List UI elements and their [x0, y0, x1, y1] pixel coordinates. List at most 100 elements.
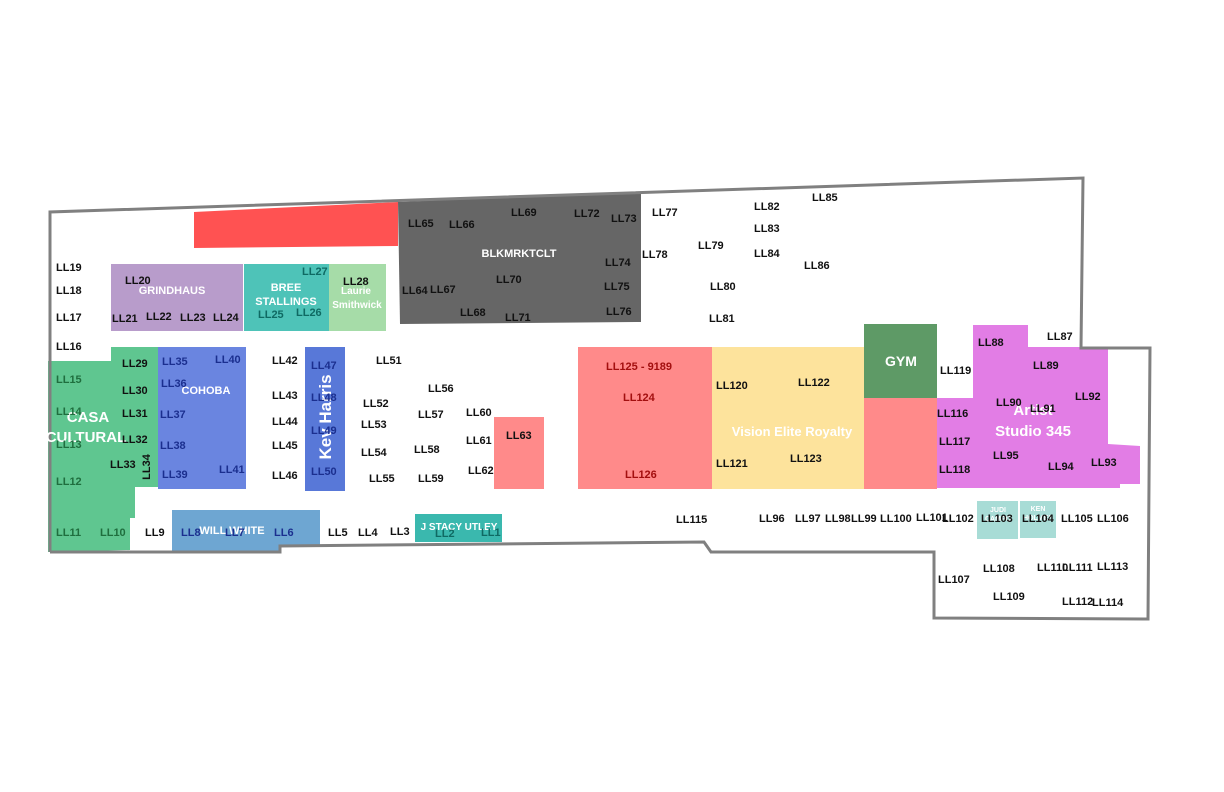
- unit-ll45: LL45: [272, 440, 298, 452]
- unit-ll6: LL6: [274, 527, 294, 539]
- unit-ll9: LL9: [145, 527, 165, 539]
- unit-ll24: LL24: [213, 312, 240, 324]
- unit-ll65: LL65: [408, 218, 434, 230]
- unit-ll54: LL54: [361, 447, 388, 459]
- bree-label-line2: STALLINGS: [255, 296, 317, 308]
- unit-ll33: LL33: [110, 459, 136, 471]
- building-outline: [48, 176, 1152, 621]
- unit-ll85: LL85: [812, 192, 838, 204]
- tenant-names: GRINDHAUS BREE STALLINGS Laurie Smithwic…: [46, 248, 1071, 537]
- ll124-area[interactable]: [578, 347, 712, 489]
- vision-elite-royalty-area[interactable]: [712, 347, 864, 489]
- unit-ll63: LL63: [506, 430, 532, 442]
- unit-ll25: LL25: [258, 309, 284, 321]
- bree-stallings-area[interactable]: [244, 264, 329, 331]
- j-stacy-utley-label: J STACY UTLEY: [421, 522, 498, 533]
- j-stacy-utley-area[interactable]: [415, 514, 502, 542]
- unit-ll64: LL64: [402, 285, 429, 297]
- unit-ll7: LL7: [225, 527, 245, 539]
- kev-harris-area[interactable]: [305, 347, 345, 491]
- unit-ll29: LL29: [122, 358, 148, 370]
- unit-ll95: LL95: [993, 450, 1019, 462]
- unit-ll96: LL96: [759, 513, 785, 525]
- unit-ll102: LL102: [942, 513, 974, 525]
- ken-holmes-label-line2: HOLMES: [1023, 515, 1053, 522]
- unit-ll28: LL28: [343, 276, 369, 288]
- gym-label: GYM: [885, 353, 917, 369]
- unit-ll105: LL105: [1061, 513, 1093, 525]
- unit-ll74: LL74: [605, 257, 632, 269]
- unit-ll78: LL78: [642, 249, 668, 261]
- ll116-area[interactable]: [864, 398, 937, 489]
- unit-ll103: LL103: [981, 513, 1013, 525]
- blkmrktclt-label: BLKMRKTCLT: [482, 248, 557, 260]
- unit-ll53: LL53: [361, 419, 387, 431]
- unit-ll68: LL68: [460, 307, 486, 319]
- red-bar-area[interactable]: [194, 202, 398, 248]
- casa-label-line1: CASA: [67, 409, 110, 426]
- unit-ll75: LL75: [604, 281, 630, 293]
- ken-holmes-area[interactable]: [1020, 501, 1056, 538]
- unit-ll18: LL18: [56, 285, 82, 297]
- unit-ll4: LL4: [358, 527, 378, 539]
- unit-ll81: LL81: [709, 313, 735, 325]
- unit-ll123: LL123: [790, 453, 822, 465]
- unit-ll16: LL16: [56, 341, 82, 353]
- unit-ll48: LL48: [311, 392, 337, 404]
- unit-ll31: LL31: [122, 408, 148, 420]
- unit-ll118: LL118: [939, 464, 970, 476]
- will-white-area[interactable]: [172, 510, 320, 551]
- unit-ll15: LL15: [56, 374, 82, 386]
- unit-ll67: LL67: [430, 284, 456, 296]
- unit-ll14: LL14: [56, 406, 83, 418]
- unit-ll126: LL126: [625, 469, 657, 481]
- unit-labels: LL19 LL18 LL17 LL16 LL15 LL14 LL13 LL12 …: [56, 192, 1129, 609]
- tenant-areas: [48, 192, 1140, 552]
- unit-ll114: LL114: [1092, 597, 1124, 609]
- cohoba-area[interactable]: [158, 347, 246, 489]
- unit-ll76: LL76: [606, 306, 632, 318]
- unit-ll11: LL11: [56, 527, 81, 539]
- artist-label-line1: Artist: [1013, 402, 1052, 419]
- unit-ll92: LL92: [1075, 391, 1101, 403]
- unit-ll116: LL116: [937, 408, 968, 420]
- unit-ll83: LL83: [754, 223, 780, 235]
- unit-ll86: LL86: [804, 260, 830, 272]
- unit-ll108: LL108: [983, 563, 1015, 575]
- artist-studio-345-area[interactable]: [937, 325, 1140, 488]
- unit-ll72: LL72: [574, 208, 600, 220]
- unit-ll3: LL3: [390, 526, 410, 538]
- unit-ll120: LL120: [716, 380, 748, 392]
- ken-holmes-label-line1: KEN: [1031, 506, 1046, 513]
- gym-area[interactable]: [864, 324, 937, 398]
- judi-campo-label-line1: JUDI: [990, 507, 1006, 514]
- unit-ll97: LL97: [795, 513, 821, 525]
- unit-ll121: LL121: [716, 458, 748, 470]
- casa-cultural-area[interactable]: [48, 347, 158, 552]
- unit-ll52: LL52: [363, 398, 389, 410]
- unit-ll115: LL115: [676, 514, 707, 526]
- kev-harris-label: Kev Harris: [316, 374, 335, 459]
- unit-ll110: LL110: [1037, 562, 1068, 574]
- ll63-area[interactable]: [494, 417, 544, 489]
- unit-ll70: LL70: [496, 274, 522, 286]
- unit-ll51: LL51: [376, 355, 402, 367]
- blkmrktclt-area[interactable]: [398, 192, 641, 324]
- unit-ll56: LL56: [428, 383, 454, 395]
- unit-ll106: LL106: [1097, 513, 1129, 525]
- unit-ll49: LL49: [311, 425, 337, 437]
- grindhaus-area[interactable]: [111, 264, 243, 331]
- unit-ll12: LL12: [56, 476, 82, 488]
- judi-campo-area[interactable]: [977, 501, 1018, 539]
- unit-ll69: LL69: [511, 207, 537, 219]
- unit-ll101: LL101: [916, 512, 948, 524]
- unit-ll104: LL104: [1022, 513, 1055, 525]
- grindhaus-label: GRINDHAUS: [139, 285, 206, 297]
- unit-ll79: LL79: [698, 240, 724, 252]
- unit-ll91: LL91: [1030, 403, 1056, 415]
- artist-label-line2: Studio 345: [995, 423, 1071, 440]
- laurie-smithwick-area[interactable]: [329, 264, 386, 331]
- unit-ll124: LL124: [623, 392, 656, 404]
